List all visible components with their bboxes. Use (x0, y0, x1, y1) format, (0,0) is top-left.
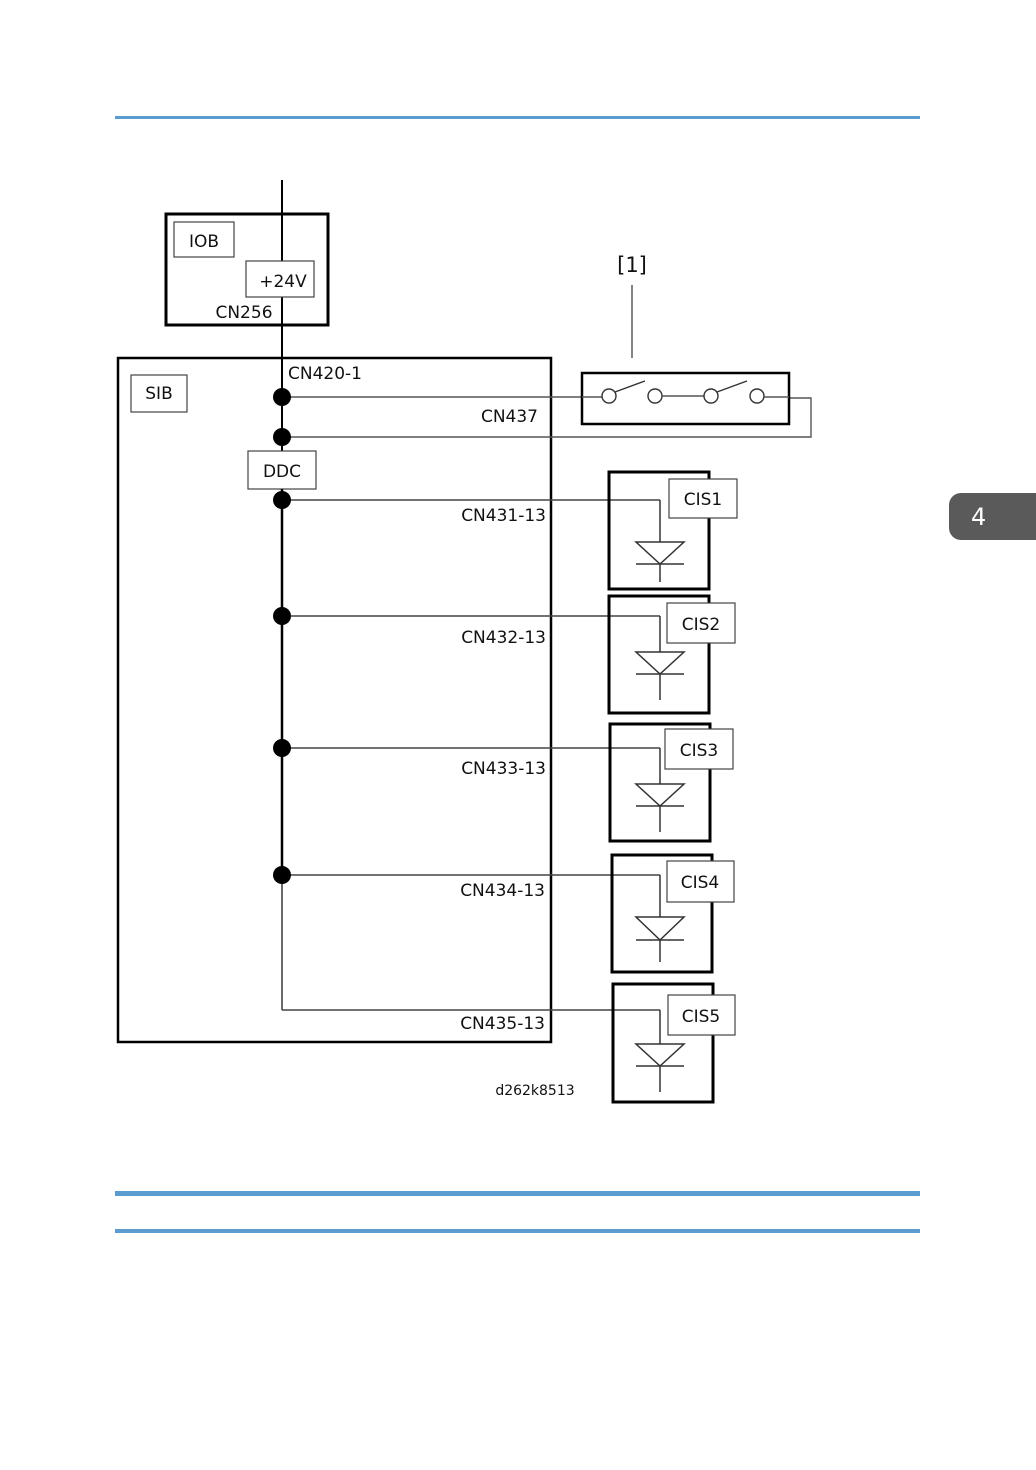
junction-cis3 (273, 739, 291, 757)
cis5-connector-label: CN435-13 (460, 1014, 545, 1034)
cis-branch-2: CN432-13 CIS2 (273, 596, 735, 713)
switch-contact-1 (602, 389, 616, 403)
switch-callout: [1] (617, 253, 647, 277)
figure-reference: d262k8513 (495, 1083, 574, 1099)
cn437-label: CN437 (481, 407, 538, 427)
cis5-led-icon (636, 1044, 684, 1066)
junction-cn437 (273, 428, 291, 446)
cis3-led-icon (636, 784, 684, 806)
cn256-label: CN256 (215, 303, 272, 323)
v24-label: +24V (259, 272, 307, 292)
cis5-label: CIS5 (682, 1007, 721, 1027)
cn420-label: CN420-1 (288, 364, 362, 384)
cis2-led-icon (636, 652, 684, 674)
section-rule-lower (115, 1229, 920, 1233)
chapter-tab[interactable]: 4 (949, 493, 1036, 540)
sib-board-box (118, 358, 551, 1042)
junction-cis2 (273, 607, 291, 625)
cis1-label: CIS1 (684, 490, 723, 510)
cis2-connector-label: CN432-13 (461, 628, 546, 648)
junction-cis4 (273, 866, 291, 884)
cis2-label: CIS2 (682, 615, 721, 635)
cis-branch-4: CN434-13 CIS4 (273, 855, 734, 972)
cis3-label: CIS3 (680, 741, 719, 761)
cis4-led-icon (636, 917, 684, 940)
cis-branch-1: CN431-13 CIS1 (273, 472, 737, 589)
cis1-led-icon (636, 542, 684, 564)
junction-cn420 (273, 388, 291, 406)
cis1-connector-label: CN431-13 (461, 506, 546, 526)
cis4-label: CIS4 (681, 873, 720, 893)
iob-label: IOB (189, 232, 219, 252)
switch-contact-2 (648, 389, 662, 403)
sib-label: SIB (145, 384, 172, 404)
ddc-label: DDC (263, 462, 301, 482)
junction-cis1 (273, 491, 291, 509)
switch-contact-4 (750, 389, 764, 403)
cis3-connector-label: CN433-13 (461, 759, 546, 779)
switch-contact-3 (704, 389, 718, 403)
cis-branch-3: CN433-13 CIS3 (273, 724, 733, 841)
section-rule-upper (115, 1191, 920, 1196)
cis4-connector-label: CN434-13 (460, 881, 545, 901)
